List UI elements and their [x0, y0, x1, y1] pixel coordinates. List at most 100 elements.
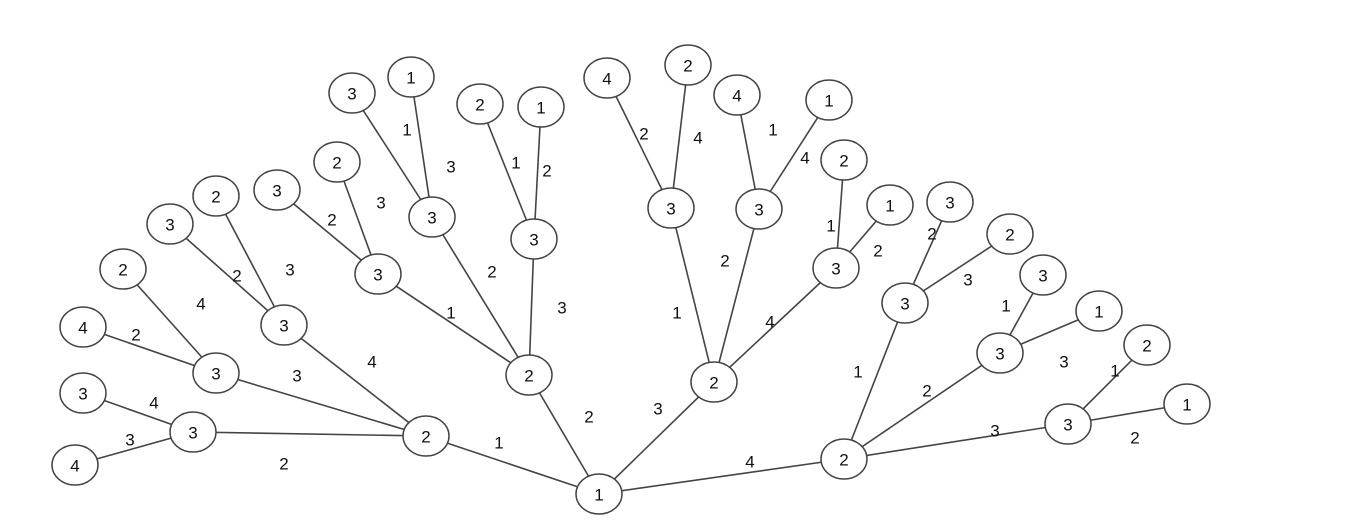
tree-node: 3 [926, 181, 974, 223]
node-circle [59, 306, 107, 348]
node-circle [820, 139, 868, 181]
tree-node: 3 [976, 332, 1024, 374]
node-label: 3 [995, 345, 1004, 364]
node-label: 1 [594, 486, 603, 505]
edge-weight-label: 3 [963, 271, 972, 290]
tree-node: 1 [387, 56, 435, 98]
tree-node: 3 [253, 169, 301, 211]
node-circle [456, 83, 504, 125]
node-circle [354, 253, 402, 295]
edge-weight-label: 1 [1110, 362, 1119, 381]
node-label: 3 [1038, 267, 1047, 286]
node-label: 1 [406, 69, 415, 88]
tree-node: 2 [456, 83, 504, 125]
node-label: 3 [1063, 416, 1072, 435]
node-circle [169, 411, 217, 453]
node-circle [402, 415, 450, 457]
tree-node: 3 [146, 203, 194, 245]
node-circle [735, 188, 783, 230]
node-label: 4 [78, 319, 87, 338]
edge-weight-label: 2 [542, 162, 551, 181]
node-circle [387, 56, 435, 98]
node-circle [408, 196, 456, 238]
edge-weight-label: 2 [279, 455, 288, 474]
tree-node: 1 [866, 184, 914, 226]
node-label: 3 [373, 266, 382, 285]
tree-edge [843, 302, 906, 460]
tree-node: 3 [1044, 403, 1092, 445]
node-circle [1019, 254, 1067, 296]
tree-edge [351, 92, 433, 218]
node-circle [575, 473, 623, 515]
tree-node: 3 [881, 282, 929, 324]
node-circle [1163, 383, 1211, 425]
tree-edge [606, 77, 672, 209]
edge-weight-label: 1 [853, 363, 862, 382]
node-circle [99, 248, 147, 290]
edge-weight-label: 2 [720, 252, 729, 271]
tree-edge [758, 99, 830, 210]
tree-node: 3 [1019, 254, 1067, 296]
tree-edge [713, 208, 760, 383]
node-circle [805, 79, 853, 121]
tree-edge [528, 238, 535, 376]
node-label: 3 [165, 216, 174, 235]
node-label: 2 [839, 451, 848, 470]
edge-weight-label: 2 [327, 211, 336, 230]
tree-edge [598, 458, 845, 495]
tree-edge [670, 207, 715, 383]
tree-node: 1 [575, 473, 623, 515]
node-label: 3 [279, 317, 288, 336]
edge-weight-label: 2 [1130, 429, 1139, 448]
node-label: 3 [945, 194, 954, 213]
tree-edge [122, 268, 217, 374]
edge-weight-label: 3 [653, 400, 662, 419]
tree-node: 2 [402, 415, 450, 457]
tree-edge [192, 431, 427, 437]
node-label: 4 [602, 70, 611, 89]
node-label: 2 [1142, 337, 1151, 356]
node-label: 3 [211, 365, 220, 384]
node-label: 2 [332, 154, 341, 173]
tree-node: 3 [328, 72, 376, 114]
tree-node: 2 [1123, 324, 1171, 366]
edge-weight-label: 2 [232, 267, 241, 286]
node-label: 2 [118, 261, 127, 280]
edge-weight-label: 2 [487, 263, 496, 282]
edge-weight-label: 1 [672, 304, 681, 323]
tree-node: 2 [313, 141, 361, 183]
node-circle [926, 181, 974, 223]
edge-weight-label: 4 [693, 129, 702, 148]
tree-edge [598, 381, 715, 495]
node-label: 3 [831, 260, 840, 279]
node-circle [328, 72, 376, 114]
tree-edge [431, 216, 530, 376]
tree-node: 3 [647, 187, 695, 229]
node-circle [1044, 403, 1092, 445]
edge-weight-label: 2 [639, 125, 648, 144]
edge-weight-label: 4 [800, 149, 809, 168]
tree-edge [528, 374, 600, 495]
edge-weight-label: 4 [196, 295, 205, 314]
node-circle [146, 203, 194, 245]
node-label: 3 [666, 200, 675, 219]
node-label: 1 [1094, 303, 1103, 322]
node-circle [313, 141, 361, 183]
edge-weight-label: 3 [292, 367, 301, 386]
edge-weight-label: 1 [446, 304, 455, 323]
node-label: 2 [475, 96, 484, 115]
edge-weight-label: 3 [990, 422, 999, 441]
node-circle [976, 332, 1024, 374]
node-circle [59, 372, 107, 414]
node-label: 2 [839, 152, 848, 171]
node-circle [820, 438, 868, 480]
tree-edge [670, 64, 689, 209]
tree-edge [843, 352, 1001, 460]
node-label: 2 [421, 428, 430, 447]
node-label: 3 [529, 231, 538, 250]
tree-edge [425, 435, 600, 495]
tree-node: 1 [1075, 290, 1123, 332]
